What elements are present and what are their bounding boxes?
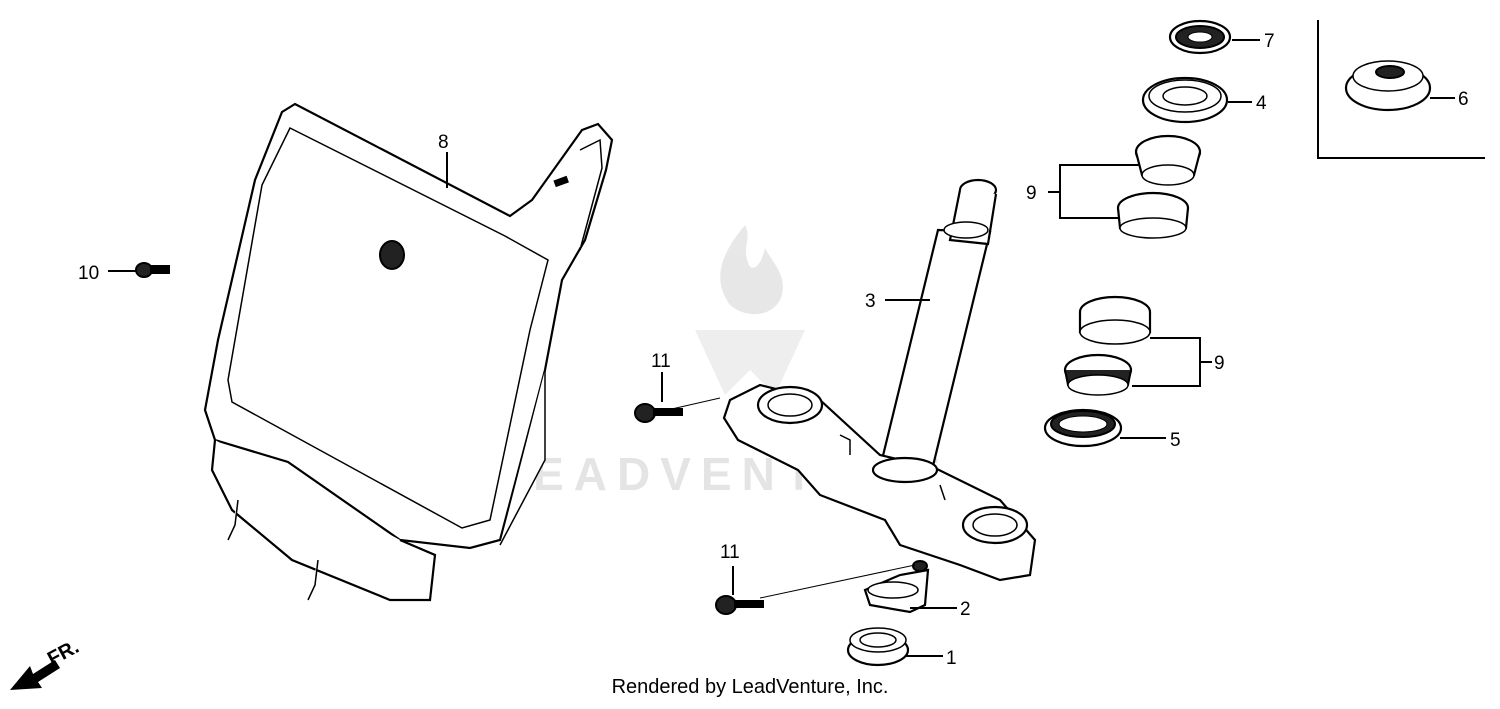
part-1-seal xyxy=(846,627,910,667)
callout-1: 1 xyxy=(946,648,957,669)
callout-8: 8 xyxy=(438,132,449,153)
callout-7: 7 xyxy=(1264,31,1275,52)
part-7-bearing xyxy=(1168,19,1232,55)
part-9-bearing-upper xyxy=(1116,134,1202,239)
part-10-screw xyxy=(135,262,170,278)
callout-10: 10 xyxy=(78,263,99,284)
part-9-bearing-lower xyxy=(1063,295,1152,396)
part-4-race xyxy=(1141,76,1229,124)
callout-11-lower: 11 xyxy=(720,542,740,563)
callout-2: 2 xyxy=(960,599,971,620)
callout-3: 3 xyxy=(865,291,876,312)
callout-4: 4 xyxy=(1256,93,1267,114)
callout-5: 5 xyxy=(1170,430,1181,451)
part-8-number-plate xyxy=(203,102,614,602)
footer-credit: Rendered by LeadVenture, Inc. xyxy=(611,676,889,698)
callout-6: 6 xyxy=(1458,89,1469,110)
leadventure-flame-logo-icon xyxy=(695,225,805,395)
part-5-seal xyxy=(1043,408,1123,448)
callout-9-lower: 9 xyxy=(1214,353,1225,374)
callouts: 8 10 11 11 3 7 4 6 9 9 5 2 1 xyxy=(78,31,1469,669)
part-6-nut xyxy=(1344,60,1432,112)
front-direction-arrow-icon xyxy=(10,660,60,690)
inset-bracket xyxy=(1317,20,1485,159)
callout-11-upper: 11 xyxy=(651,351,671,372)
part-2-clamp xyxy=(863,560,930,614)
part-11-bolt-lower xyxy=(715,595,764,615)
part-11-bolt-upper xyxy=(634,403,683,423)
leader-lines xyxy=(108,39,1455,657)
part-3-steering-stem xyxy=(722,178,1037,582)
callout-9-upper: 9 xyxy=(1026,183,1037,204)
